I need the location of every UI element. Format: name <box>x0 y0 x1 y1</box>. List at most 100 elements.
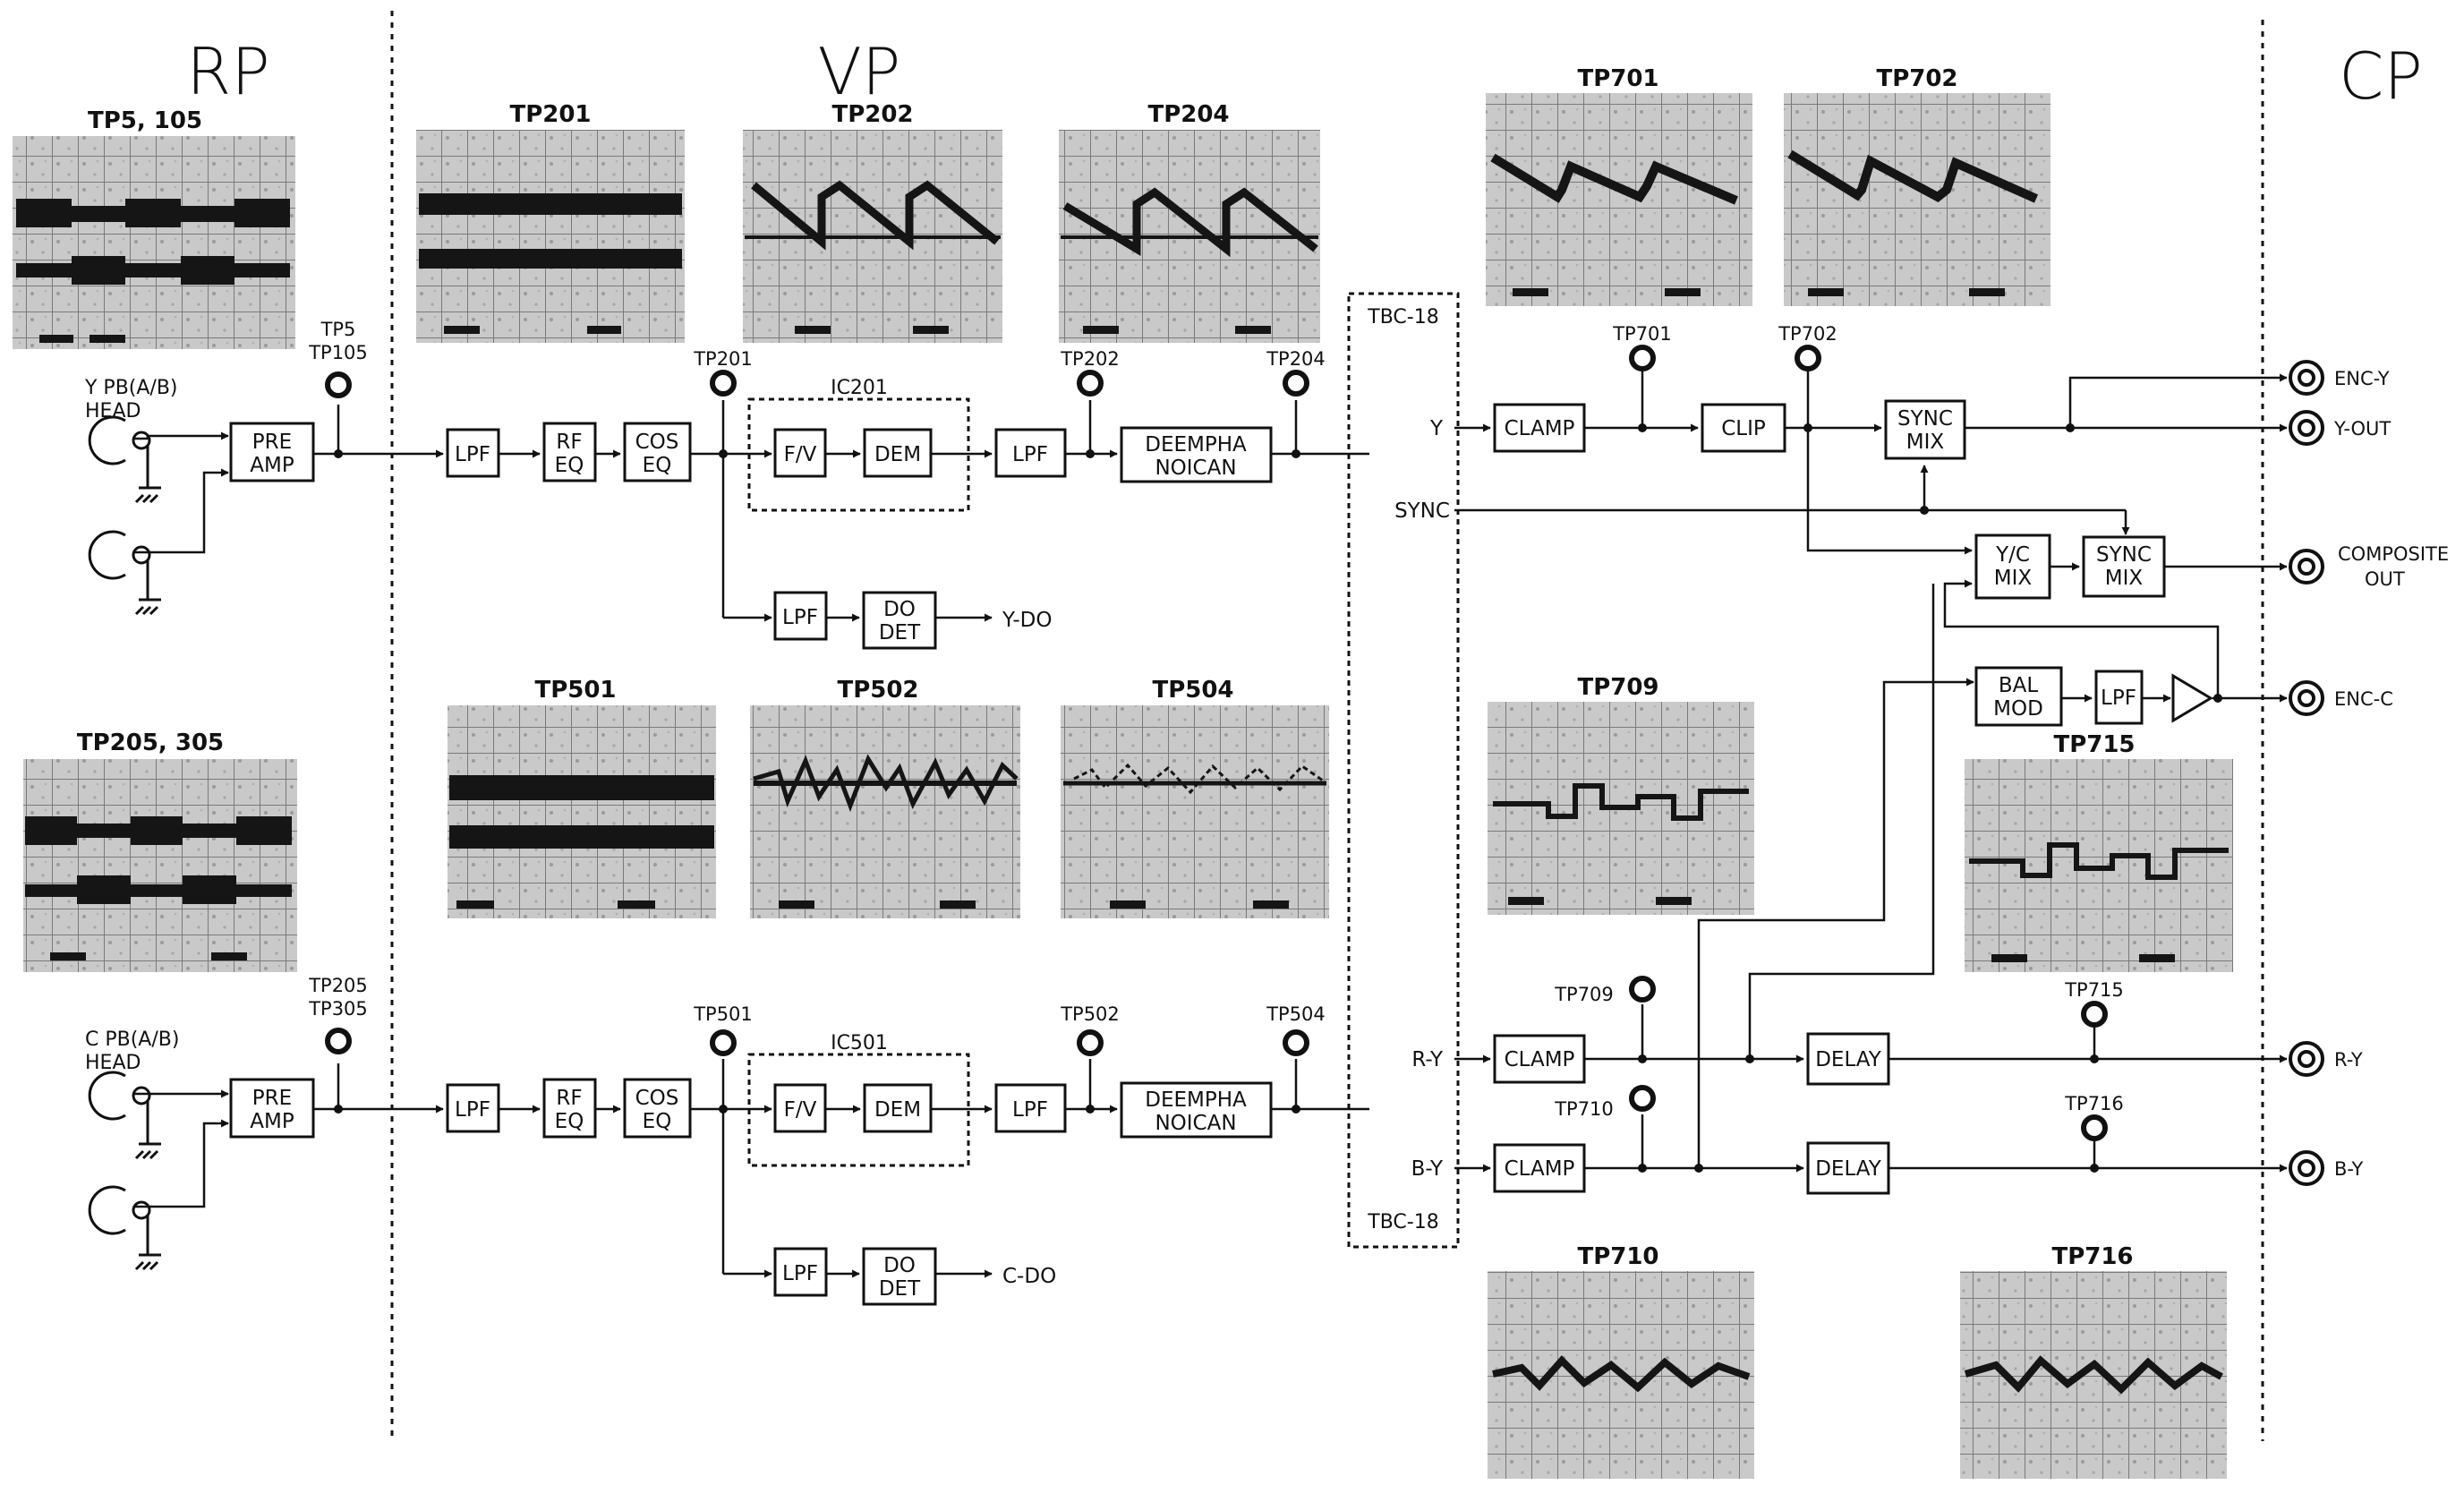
scope-panel-tp202: TP202 <box>743 101 1002 343</box>
fv-label: F/V <box>784 1098 817 1122</box>
tp710-label: TP710 <box>1554 1098 1614 1120</box>
scope-panel-tp716: TP716 <box>1960 1243 2227 1479</box>
do-det-label: DO <box>883 1254 916 1277</box>
c-head-label-line2: HEAD <box>85 1052 141 1074</box>
tp716-label: TP716 <box>2064 1093 2124 1114</box>
dem-label: DEM <box>874 1098 921 1122</box>
deempha-label: DEEMPHA <box>1145 1088 1247 1112</box>
enc-c-output-label: ENC-C <box>2334 688 2393 710</box>
tp202-label: TP202 <box>1060 348 1120 370</box>
scope-title-tp715: TP715 <box>2053 731 2135 758</box>
y-head-label-line2: HEAD <box>85 400 141 422</box>
lpf-label: LPF <box>455 443 490 466</box>
scope-title-tp201: TP201 <box>509 101 591 128</box>
scope-title-tp702: TP702 <box>1876 65 1957 92</box>
do-det-label: DO <box>883 598 916 621</box>
lpf-label: LPF <box>782 1262 818 1285</box>
ic501-label: IC501 <box>831 1032 888 1054</box>
enc-c-amplifier-triangle <box>2173 676 2211 721</box>
do-det-label: DET <box>879 1277 921 1301</box>
scope-panel-tp502: TP502 <box>750 677 1020 918</box>
scope-title-tp202: TP202 <box>831 101 913 128</box>
y-head-coils <box>90 417 161 614</box>
rf-eq-label: RF <box>556 431 582 454</box>
sync-mix-label: MIX <box>2105 567 2144 590</box>
sync-mix-label: MIX <box>1906 431 1945 454</box>
cos-eq-label: EQ <box>643 454 672 477</box>
scope-title-tp710: TP710 <box>1577 1243 1658 1270</box>
r-y-output-label: R-Y <box>2334 1049 2363 1071</box>
lpf-label: LPF <box>782 606 818 629</box>
c-do-label: C-DO <box>1002 1265 1056 1288</box>
clamp-label: CLAMP <box>1505 1157 1575 1181</box>
tbc-sync-output-label: SYNC <box>1394 499 1450 523</box>
tbc-18-label-top: TBC-18 <box>1367 306 1438 329</box>
tp701-label: TP701 <box>1612 323 1672 345</box>
rf-eq-label: EQ <box>555 454 584 477</box>
tp205-label: TP205 <box>308 975 368 996</box>
do-det-label: DET <box>879 621 921 644</box>
tp305-label: TP305 <box>308 998 368 1020</box>
scope-panel-tp5-105: TP5, 105 <box>13 107 295 349</box>
scope-title-tp502: TP502 <box>837 677 918 704</box>
tp709-label: TP709 <box>1554 984 1614 1005</box>
delay-label: DELAY <box>1815 1157 1882 1181</box>
scope-title-tp716: TP716 <box>2051 1243 2133 1270</box>
clamp-label: CLAMP <box>1505 1048 1575 1071</box>
scope-screen <box>13 136 295 349</box>
b-y-output-label: B-Y <box>2334 1158 2363 1180</box>
cos-eq-label: COS <box>635 1087 679 1110</box>
scope-panel-tp710: TP710 <box>1488 1243 1754 1479</box>
bal-mod-label: BAL <box>1999 674 2039 697</box>
scope-screen <box>1061 705 1329 918</box>
scope-panel-tp204: TP204 <box>1059 101 1320 343</box>
lpf-label: LPF <box>455 1098 490 1122</box>
cos-eq-label: EQ <box>643 1110 672 1133</box>
sync-mix-label: SYNC <box>1897 407 1953 431</box>
clamp-label: CLAMP <box>1505 417 1575 440</box>
lpf-label: LPF <box>2101 687 2136 710</box>
section-title-vp: VP <box>818 34 901 109</box>
scope-panel-tp709: TP709 <box>1488 674 1754 915</box>
scope-title-tp504: TP504 <box>1152 677 1233 704</box>
scope-screen <box>23 759 297 972</box>
yc-mix-label: MIX <box>1994 567 2033 590</box>
tp702-label: TP702 <box>1778 323 1837 345</box>
scope-panel-tp701: TP701 <box>1486 65 1752 306</box>
lpf-label: LPF <box>1012 1098 1048 1122</box>
tbc-18-label-bottom: TBC-18 <box>1367 1211 1438 1233</box>
fv-label: F/V <box>784 443 817 466</box>
pre-amp-label: PRE <box>252 1087 292 1110</box>
composite-out-label: OUT <box>2365 568 2405 590</box>
lpf-label: LPF <box>1012 443 1048 466</box>
scope-panel-tp715: TP715 <box>1965 731 2233 972</box>
output-labels: ENC-Y Y-OUT COMPOSITE OUT ENC-C R-Y B-Y <box>2333 368 2449 1180</box>
scope-title-tp701: TP701 <box>1577 65 1658 92</box>
scope-panel-tp504: TP504 <box>1061 677 1329 918</box>
composite-out-label: COMPOSITE <box>2338 543 2449 565</box>
tp105-label: TP105 <box>308 342 368 363</box>
bal-mod-label: MOD <box>1993 697 2043 721</box>
rf-eq-label: EQ <box>555 1110 584 1133</box>
tbc-by-output-label: B-Y <box>1411 1157 1444 1181</box>
pre-amp-label: PRE <box>252 431 292 454</box>
c-head-label-line1: C PB(A/B) <box>85 1028 179 1051</box>
scope-screen <box>448 705 716 918</box>
tp502-label: TP502 <box>1060 1003 1120 1025</box>
tbc-ry-output-label: R-Y <box>1411 1048 1444 1071</box>
clip-label: CLIP <box>1721 417 1766 440</box>
delay-label: DELAY <box>1815 1048 1882 1071</box>
scope-screen <box>1784 93 2050 306</box>
c-head-coils <box>90 1072 161 1269</box>
y-out-output-label: Y-OUT <box>2333 418 2391 440</box>
tp5-label: TP5 <box>320 319 356 340</box>
scope-screen <box>750 705 1020 918</box>
scope-panel-tp205-305: TP205, 305 <box>23 730 297 972</box>
scope-title-tp205-305: TP205, 305 <box>77 730 224 756</box>
enc-y-output-label: ENC-Y <box>2334 368 2390 389</box>
ic201-label: IC201 <box>831 377 888 399</box>
scope-panel-tp501: TP501 <box>448 677 716 918</box>
cos-eq-label: COS <box>635 431 679 454</box>
